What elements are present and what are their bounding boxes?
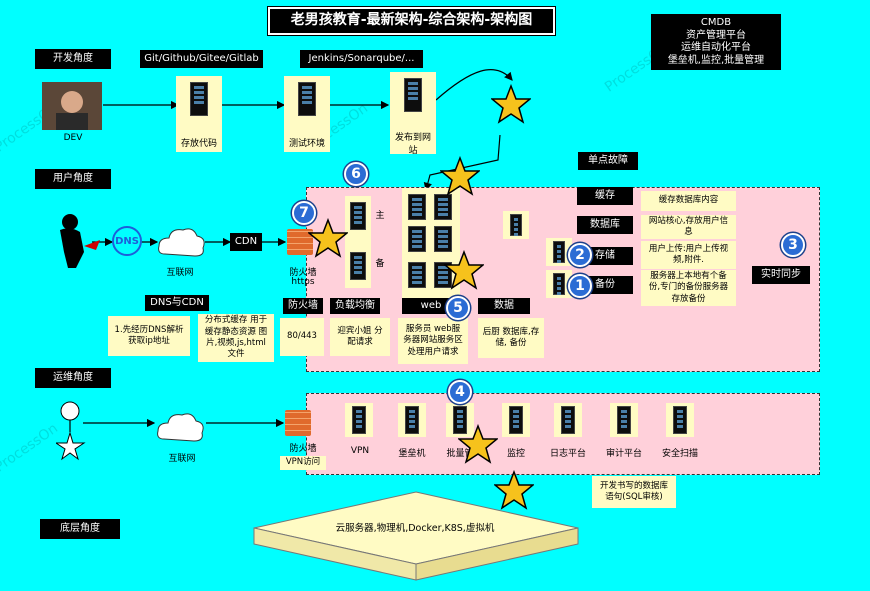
ops-section-label: 运维角度: [35, 368, 111, 388]
server-icon: [434, 226, 452, 252]
realtime-sync-label: 实时同步: [752, 266, 810, 284]
backup-label: 备: [375, 259, 385, 269]
web-layer-note: 服务员 web服务器网站服务区 处理用户请求: [398, 318, 468, 364]
store-label: 存放代码: [180, 139, 217, 149]
server-icon: [350, 252, 366, 280]
page-title: 老男孩教育-最新架构-综合架构-架构图: [267, 6, 556, 36]
dns-icon: DNS: [112, 226, 142, 256]
backup-note: 服务器上本地有个备份,专门的备份服务器存放备份: [641, 270, 736, 306]
server-icon: [298, 82, 316, 116]
fw-layer-note: 80/443: [280, 318, 324, 356]
publish-label: 发布到网站: [394, 133, 431, 156]
vpn-access-note: VPN访问: [280, 456, 326, 470]
server-icon: [352, 406, 366, 434]
star-icon: [491, 84, 531, 124]
star-icon: [494, 470, 534, 510]
cmdb-line: 资产管理平台: [686, 29, 746, 41]
cloud-icon: [158, 228, 205, 257]
ops-item-label: 日志平台: [549, 449, 586, 459]
number-badge: 5: [446, 296, 470, 320]
dns-cdn-label: DNS与CDN: [145, 295, 209, 311]
server-icon: [408, 226, 426, 252]
ops-firewall-label: 防火墙: [289, 444, 317, 454]
server-icon: [404, 78, 422, 112]
number-badge: 2: [568, 243, 592, 267]
ops-item-label: 审计平台: [605, 449, 642, 459]
server-icon: [553, 273, 565, 295]
dev-section-label: 开发角度: [35, 49, 111, 69]
cmdb-line: CMDB: [700, 17, 732, 28]
server-icon: [553, 241, 565, 263]
cmdb-line: 运维自动化平台: [681, 42, 751, 53]
server-icon: [617, 406, 631, 434]
firewall-label: 防火墙: [289, 268, 317, 278]
fw-layer-label: 防火墙: [283, 298, 323, 314]
star-icon: [458, 424, 498, 464]
cmdb-box: CMDB 资产管理平台 运维自动化平台 堡垒机,监控,批量管理: [651, 14, 781, 70]
data-layer-note: 后厨 数据库,存储, 备份: [478, 318, 544, 358]
user-section-label: 用户角度: [35, 169, 111, 189]
server-icon: [405, 406, 419, 434]
web-layer-label: web: [402, 298, 460, 314]
server-icon: [190, 82, 208, 116]
server-icon: [408, 262, 426, 288]
cache-note: 缓存数据库内容: [641, 191, 736, 211]
cache-label: 缓存: [577, 187, 633, 205]
dev-label: DEV: [63, 133, 83, 143]
git-label: Git/Github/Gitee/Gitlab: [140, 50, 263, 68]
server-icon: [561, 406, 575, 434]
star-icon: [440, 156, 480, 196]
dns-note: 1.先经历DNS解析获取ip地址: [108, 316, 190, 356]
number-badge: 4: [448, 380, 472, 404]
lb-layer-label: 负载均衡: [330, 298, 380, 314]
server-icon: [509, 406, 523, 434]
storage-note: 用户上传:用户上传视频,附件.: [641, 241, 736, 269]
star-icon: [308, 218, 348, 258]
ops-item-label: 监控: [506, 449, 525, 459]
ops-item-label: 批量管: [446, 449, 474, 459]
lb-layer-note: 迎宾小姐 分配请求: [330, 318, 390, 356]
test-label: 测试环境: [288, 139, 325, 149]
number-badge: 7: [292, 201, 316, 225]
https-label: https: [291, 277, 315, 287]
internet-label: 互联网: [166, 268, 194, 278]
server-icon: [453, 406, 467, 434]
data-layer-label: 数据: [478, 298, 530, 314]
dev-avatar: [42, 82, 102, 130]
server-icon: [434, 194, 452, 220]
master-label: 主: [375, 211, 385, 221]
base-section-label: 底层角度: [40, 519, 120, 539]
cdn-note: 分布式缓存 用于缓存静态资源 图片,视频,js,html 文件: [198, 314, 274, 362]
user-figure-icon: [60, 214, 100, 268]
number-badge: 3: [781, 233, 805, 257]
cmdb-line: 堡垒机,监控,批量管理: [667, 54, 765, 66]
server-icon: [673, 406, 687, 434]
cdn-label: CDN: [230, 233, 262, 251]
server-icon: [510, 214, 522, 236]
server-icon: [434, 262, 452, 288]
server-icon: [408, 194, 426, 220]
ops-item-label: 安全扫描: [661, 449, 698, 459]
sql-audit-note: 开发书写的数据库语句(SQL审核): [592, 476, 676, 508]
base-platform: [253, 491, 579, 581]
firewall-icon: [285, 410, 311, 436]
jenkins-label: Jenkins/Sonarqube/...: [300, 50, 423, 68]
db-label: 数据库: [577, 216, 633, 234]
ops-person-icon: [56, 401, 86, 461]
server-icon: [350, 202, 366, 230]
ops-item-label: VPN: [350, 446, 370, 456]
star-icon: [444, 250, 484, 290]
number-badge: 6: [344, 162, 368, 186]
db-note: 网站核心,存放用户信息: [641, 215, 736, 239]
ops-internet-label: 互联网: [168, 454, 196, 464]
ops-item-label: 堡垒机: [398, 449, 426, 459]
single-point-label: 单点故障: [578, 152, 638, 170]
number-badge: 1: [568, 274, 592, 298]
cloud-icon: [157, 413, 204, 442]
base-text: 云服务器,物理机,Docker,K8S,虚拟机: [335, 523, 495, 534]
